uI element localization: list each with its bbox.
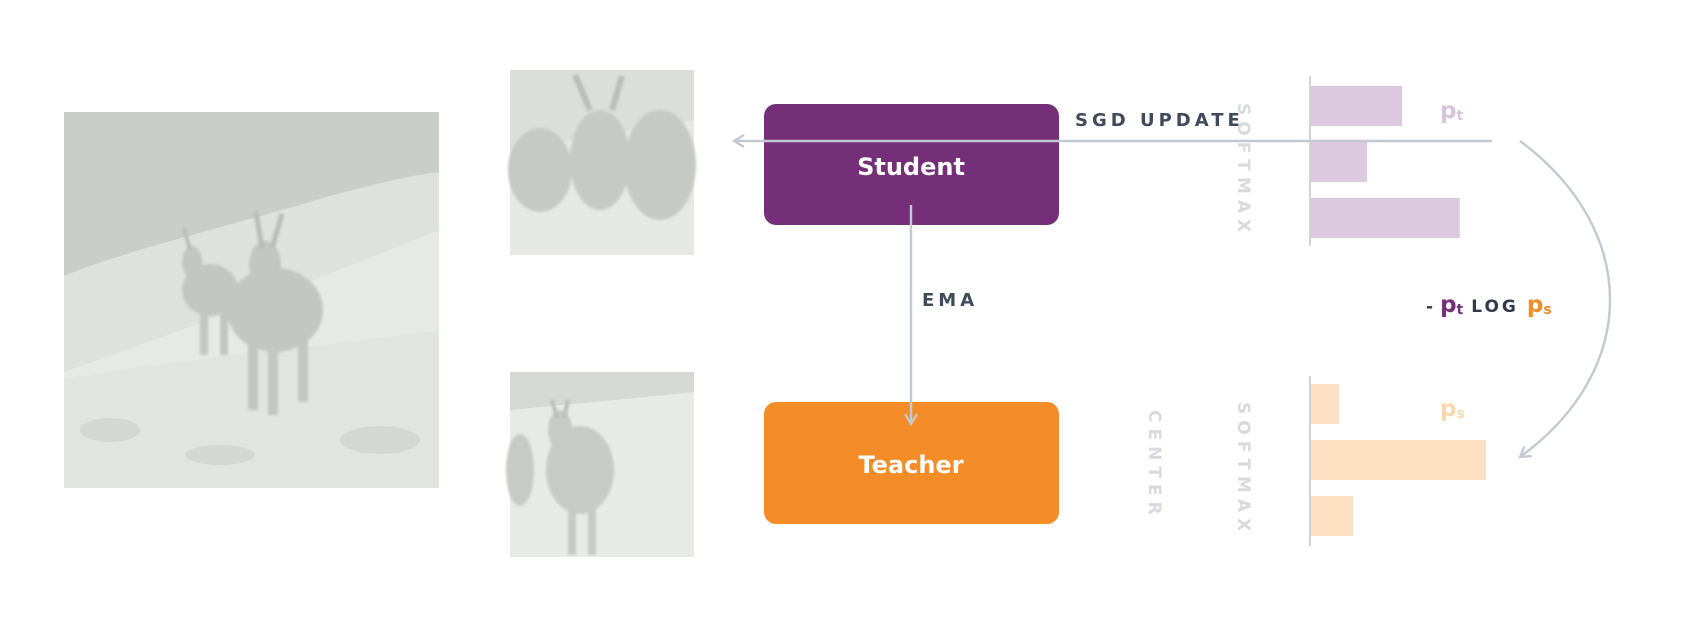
pt-bar-1 (1311, 86, 1402, 126)
ps-label: ps (1440, 396, 1465, 422)
ema-label: EMA (922, 290, 978, 311)
ps-bar-1 (1311, 384, 1339, 424)
softmax-student-label: SOFTMAX (1233, 103, 1253, 238)
student-node: Student (764, 104, 1059, 225)
ps-bar-2 (1311, 440, 1486, 480)
center-label: CENTER (1144, 410, 1164, 521)
teacher-view-image (506, 372, 694, 557)
student-view-image (508, 70, 696, 255)
pt-bar-2 (1311, 142, 1367, 182)
softmax-teacher-label: SOFTMAX (1233, 402, 1253, 537)
teacher-label: Teacher (858, 451, 963, 479)
ps-distribution (1311, 384, 1486, 536)
loss-curve-arrow (1518, 140, 1611, 459)
ps-bar-3 (1311, 496, 1353, 536)
student-label: Student (857, 153, 965, 181)
sgd-update-label: SGD UPDATE (1075, 110, 1244, 131)
pt-distribution (1311, 86, 1460, 238)
teacher-node: Teacher (764, 402, 1059, 524)
pt-label: pt (1440, 98, 1463, 124)
pt-bar-3 (1311, 198, 1460, 238)
original-image (64, 112, 439, 488)
